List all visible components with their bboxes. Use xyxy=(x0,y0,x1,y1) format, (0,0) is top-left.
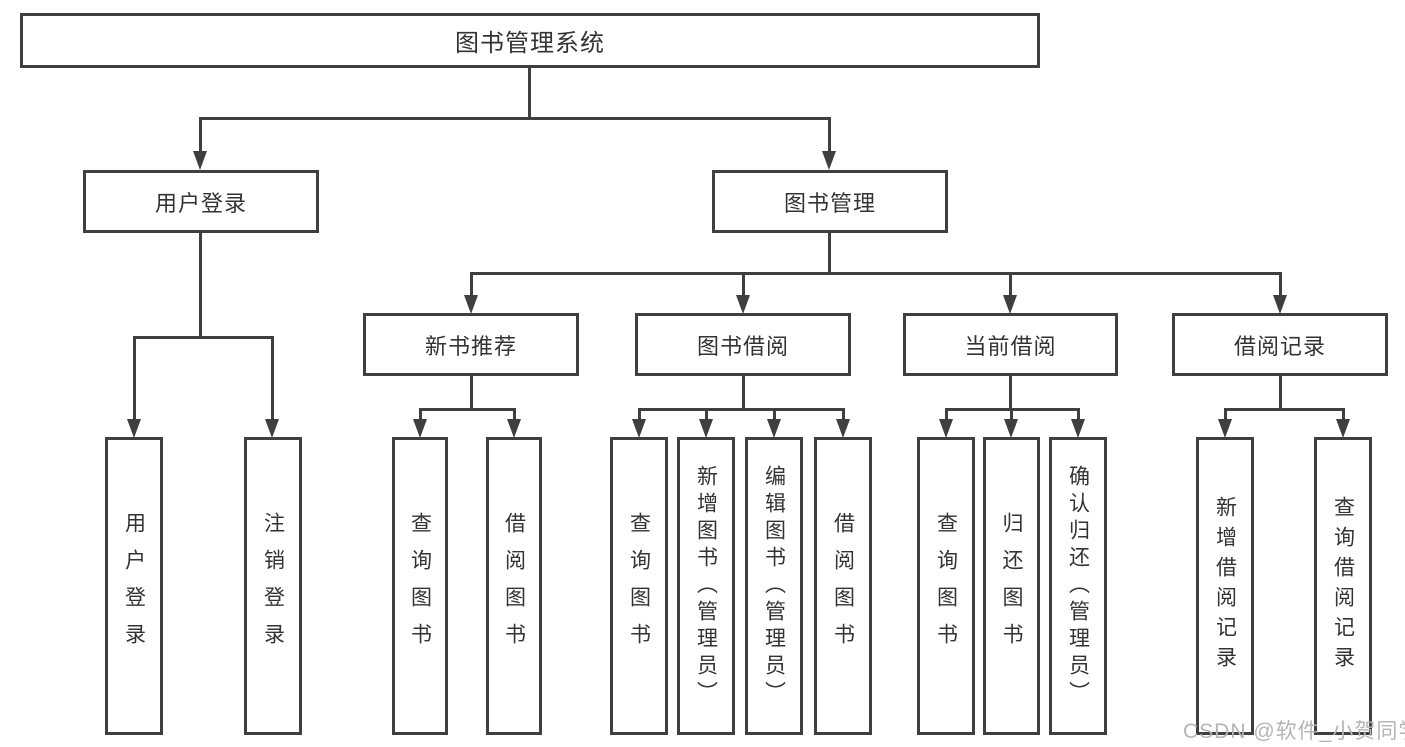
connector-drop-leaf xyxy=(638,408,641,422)
connector-drop-new-book xyxy=(470,272,473,298)
leaf-logout: 注销登录 xyxy=(244,437,302,735)
arrow-down-icon xyxy=(736,295,750,314)
connector-drop-leaf xyxy=(1224,408,1227,422)
arrow-down-icon xyxy=(1003,295,1017,314)
node-book-borrow: 图书借阅 xyxy=(635,313,851,376)
arrow-down-icon xyxy=(1336,419,1350,438)
leaf-borrow-edit-books-admin: 编辑图书（管理员） xyxy=(745,437,803,735)
node-book-borrow-label: 图书借阅 xyxy=(696,333,789,359)
arrow-down-icon xyxy=(507,419,521,438)
leaf-logout-label: 注销登录 xyxy=(261,512,285,660)
leaf-recommend-query-books: 查询图书 xyxy=(392,437,448,735)
node-library-system: 图书管理系统 xyxy=(20,13,1040,68)
node-user-login: 用户登录 xyxy=(83,170,319,233)
connector-drop-leaf xyxy=(419,408,422,422)
leaf-records-add-record-label: 新增借阅记录 xyxy=(1213,496,1237,676)
arrow-down-icon xyxy=(265,419,279,438)
leaf-borrow-query-books-label: 查询图书 xyxy=(627,512,651,660)
leaf-recommend-borrow-books-label: 借阅图书 xyxy=(502,512,526,660)
connector-user-login-bus xyxy=(133,336,274,339)
leaf-recommend-borrow-books: 借阅图书 xyxy=(486,437,542,735)
connector-user-login-stem xyxy=(199,233,202,339)
connector-drop-leaf xyxy=(705,408,708,422)
arrow-down-icon xyxy=(464,295,478,314)
leaf-borrow-add-books-admin: 新增图书（管理员） xyxy=(677,437,735,735)
arrow-down-icon xyxy=(699,419,713,438)
arrow-down-icon xyxy=(127,419,141,438)
node-current-borrow-label: 当前借阅 xyxy=(964,333,1057,359)
connector-borrow-records-stem xyxy=(1279,376,1282,411)
node-book-management-label: 图书管理 xyxy=(783,190,876,216)
connector-level2-bus xyxy=(470,272,1282,275)
node-current-borrow: 当前借阅 xyxy=(903,313,1118,376)
connector-drop-user-login xyxy=(199,117,202,154)
leaf-current-confirm-return-admin-label: 确认归还（管理员） xyxy=(1066,464,1090,708)
arrow-down-icon xyxy=(193,151,207,170)
connector-drop-leaf xyxy=(1010,408,1013,422)
node-borrow-records-label: 借阅记录 xyxy=(1233,333,1326,359)
connector-drop-book-management xyxy=(828,117,831,154)
leaf-user-login-label: 用户登录 xyxy=(122,512,146,660)
connector-drop-book-borrow xyxy=(742,272,745,298)
leaf-current-query-books-label: 查询图书 xyxy=(934,512,958,660)
node-user-login-label: 用户登录 xyxy=(154,190,247,216)
connector-borrow-records-bus xyxy=(1224,408,1345,411)
leaf-records-query-record: 查询借阅记录 xyxy=(1314,437,1372,735)
connector-book-management-stem xyxy=(828,233,831,273)
node-new-book-recommend-label: 新书推荐 xyxy=(424,333,517,359)
connector-drop-leaf xyxy=(133,336,136,422)
connector-drop-borrow-records xyxy=(1279,272,1282,298)
leaf-recommend-query-books-label: 查询图书 xyxy=(408,512,432,660)
connector-book-borrow-stem xyxy=(742,376,745,411)
connector-new-book-stem xyxy=(470,376,473,411)
csdn-watermark: CSDN @软件_小贺同学 xyxy=(1183,720,1405,743)
arrow-down-icon xyxy=(767,419,781,438)
leaf-borrow-edit-books-admin-label: 编辑图书（管理员） xyxy=(762,464,786,708)
connector-drop-leaf xyxy=(1077,408,1080,422)
connector-current-borrow-stem xyxy=(1009,376,1012,411)
leaf-records-query-record-label: 查询借阅记录 xyxy=(1331,496,1355,676)
arrow-down-icon xyxy=(1218,419,1232,438)
arrow-down-icon xyxy=(632,419,646,438)
leaf-current-confirm-return-admin: 确认归还（管理员） xyxy=(1049,437,1107,735)
leaf-records-add-record: 新增借阅记录 xyxy=(1196,437,1254,735)
connector-book-borrow-bus xyxy=(638,408,845,411)
connector-new-book-bus xyxy=(419,408,516,411)
leaf-borrow-query-books: 查询图书 xyxy=(610,437,668,735)
arrow-down-icon xyxy=(1273,295,1287,314)
arrow-down-icon xyxy=(413,419,427,438)
leaf-borrow-borrow-books-label: 借阅图书 xyxy=(831,512,855,660)
leaf-user-login: 用户登录 xyxy=(105,437,163,735)
connector-drop-leaf xyxy=(945,408,948,422)
connector-root-stem xyxy=(528,68,531,117)
node-library-system-label: 图书管理系统 xyxy=(455,30,605,57)
arrow-down-icon xyxy=(939,419,953,438)
node-book-management: 图书管理 xyxy=(712,170,948,233)
leaf-current-return-books: 归还图书 xyxy=(983,437,1040,735)
node-new-book-recommend: 新书推荐 xyxy=(363,313,579,376)
arrow-down-icon xyxy=(836,419,850,438)
leaf-current-query-books: 查询图书 xyxy=(917,437,975,735)
connector-drop-current-borrow xyxy=(1009,272,1012,298)
arrow-down-icon xyxy=(822,151,836,170)
connector-drop-leaf xyxy=(513,408,516,422)
connector-level1-bus xyxy=(199,117,831,120)
leaf-borrow-add-books-admin-label: 新增图书（管理员） xyxy=(694,464,718,708)
connector-drop-leaf xyxy=(271,336,274,422)
leaf-current-return-books-label: 归还图书 xyxy=(1000,512,1023,660)
leaf-borrow-borrow-books: 借阅图书 xyxy=(814,437,872,735)
connector-drop-leaf xyxy=(1342,408,1345,422)
arrow-down-icon xyxy=(1004,419,1018,438)
arrow-down-icon xyxy=(1071,419,1085,438)
connector-drop-leaf xyxy=(773,408,776,422)
node-borrow-records: 借阅记录 xyxy=(1172,313,1388,376)
connector-drop-leaf xyxy=(842,408,845,422)
